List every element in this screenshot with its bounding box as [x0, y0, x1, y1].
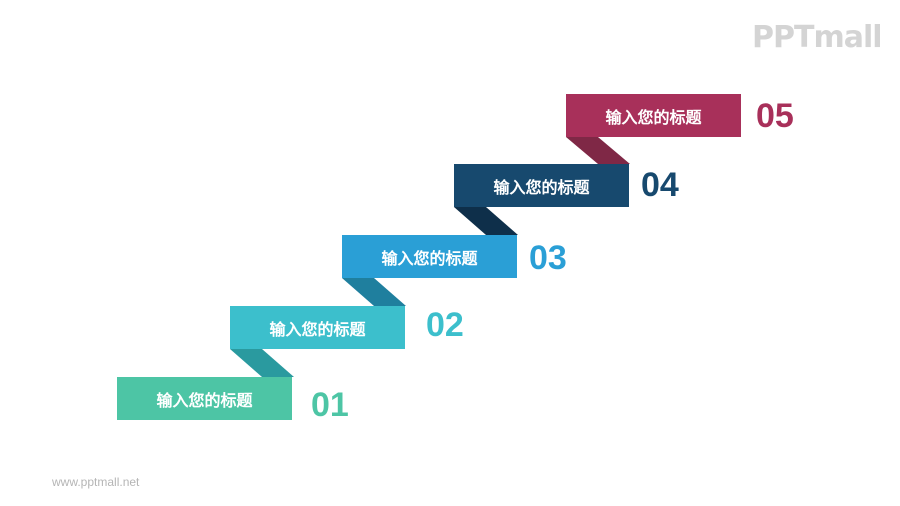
step-number-3: 03 [529, 239, 567, 277]
connector-5-to-4 [566, 137, 630, 164]
connector-2-to-1 [230, 349, 294, 377]
step-bar-5: 输入您的标题 [566, 94, 741, 137]
step-title-2[interactable]: 输入您的标题 [269, 319, 366, 339]
connector-3-to-2 [342, 278, 406, 306]
step-bar-4: 输入您的标题 [454, 164, 629, 207]
footer-url: www.pptmall.net [52, 475, 140, 489]
step-number-5: 05 [756, 97, 794, 135]
step-bar-1: 输入您的标题 [117, 377, 292, 420]
step-title-3[interactable]: 输入您的标题 [381, 248, 478, 268]
step-number-2: 02 [426, 306, 464, 344]
connector-4-to-3 [454, 207, 518, 235]
step-title-4[interactable]: 输入您的标题 [493, 177, 590, 197]
step-bar-3: 输入您的标题 [342, 235, 517, 278]
step-number-4: 04 [641, 166, 679, 204]
step-title-1[interactable]: 输入您的标题 [156, 390, 253, 410]
pptmall-logo: PPTmall [752, 20, 883, 55]
step-bar-2: 输入您的标题 [230, 306, 405, 349]
step-title-5[interactable]: 输入您的标题 [605, 107, 702, 127]
step-number-1: 01 [311, 386, 349, 424]
